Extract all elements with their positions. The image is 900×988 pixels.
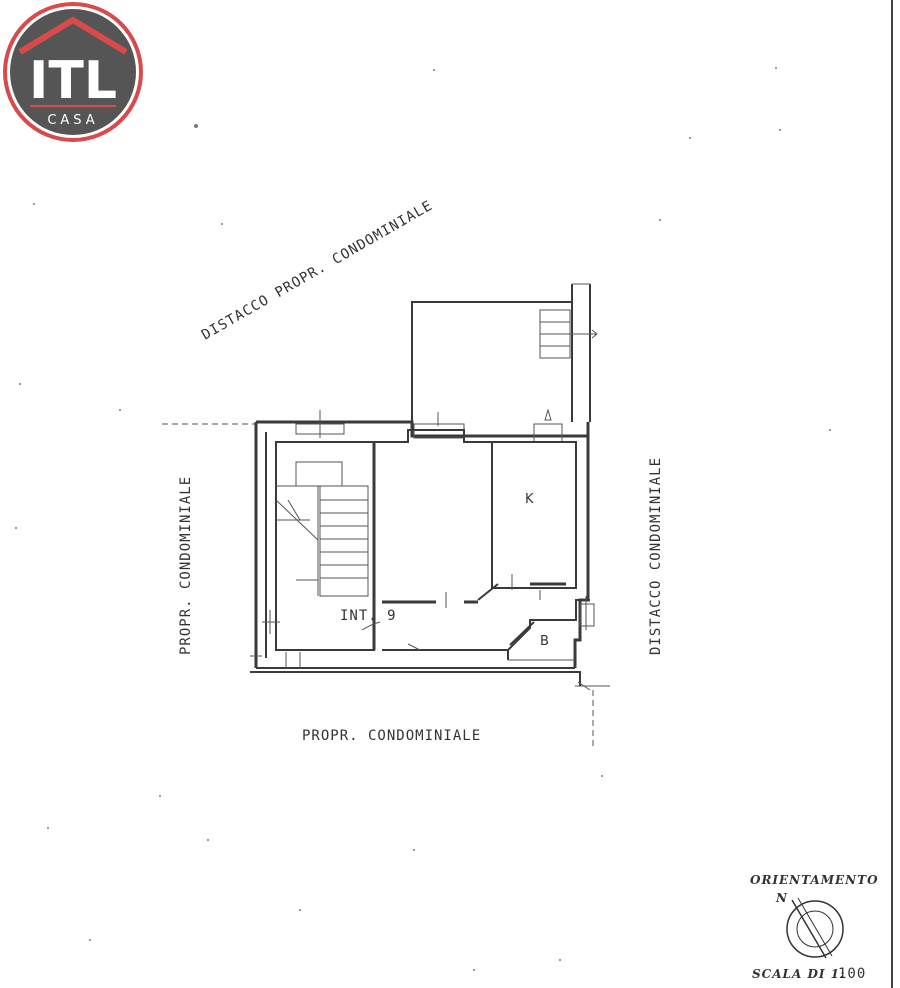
floor-plan: INT. 9 K B [162, 283, 610, 750]
courtyard-outline [411, 301, 572, 422]
entrance-label: INT. 9 [340, 608, 397, 624]
logo-sub: CASA [47, 113, 98, 128]
stair-landing [295, 461, 343, 487]
label-left-propr: PROPR. CONDOMINIALE [178, 476, 194, 655]
itl-casa-logo: ITL CASA [3, 2, 143, 142]
kitchen [491, 441, 577, 589]
living-door [477, 583, 499, 601]
label-bottom-propr: PROPR. CONDOMINIALE [302, 728, 481, 744]
orientation-block: ORIENTAMENTO N SCALA DI 1: 100 [750, 873, 879, 982]
entrance-arrow [361, 621, 381, 631]
scale-value: 100 [838, 966, 866, 982]
window-kitchen-top [533, 423, 563, 443]
bathroom [507, 599, 590, 660]
logo-brand: ITL [29, 51, 117, 111]
stair-treads [320, 499, 368, 579]
north-compass-icon [786, 897, 844, 959]
bathroom-door [509, 621, 535, 646]
scan-speckles [15, 67, 831, 971]
north-letter: N [775, 891, 788, 905]
label-top-left-distacco: DISTACCO PROPR. CONDOMINIALE [199, 198, 436, 344]
orientation-title: ORIENTAMENTO [750, 873, 879, 887]
stair-flight [319, 485, 369, 597]
kitchen-label: K [525, 492, 534, 507]
scale-prefix: SCALA DI 1: [752, 967, 845, 981]
living-room-wall-top [374, 429, 492, 443]
label-right-distacco: DISTACCO CONDOMINIALE [648, 457, 664, 655]
bathroom-label: B [540, 634, 549, 649]
